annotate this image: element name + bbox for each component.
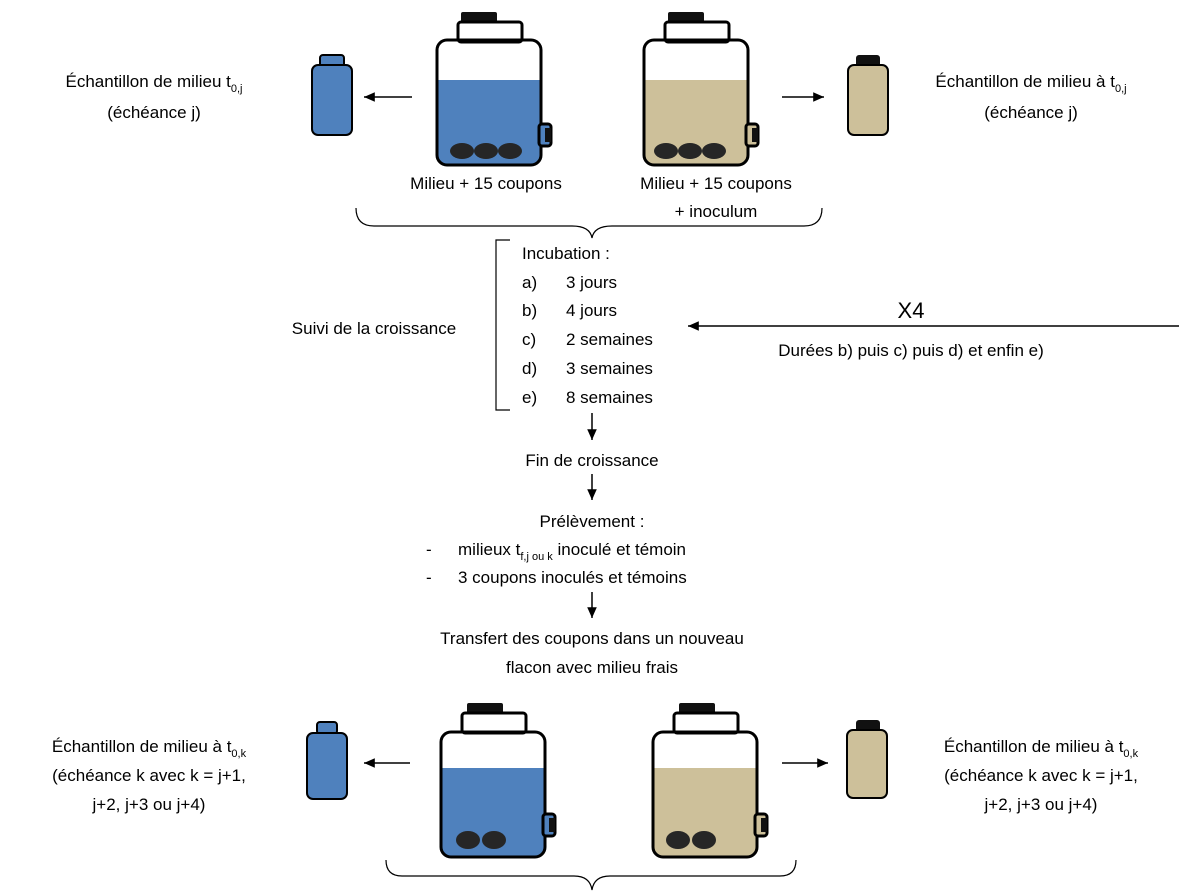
- inoculated-bottle-label-2: + inoculum: [675, 202, 758, 221]
- incubation-item-letter: c): [522, 330, 536, 349]
- sampling-item-2: 3 coupons inoculés et témoins: [458, 568, 687, 587]
- growth-monitoring-label: Suivi de la croissance: [292, 319, 456, 338]
- incubation-item-letter: d): [522, 359, 537, 378]
- coupon-disc-icon: [702, 143, 726, 159]
- incubation-item-text: 2 semaines: [566, 330, 653, 349]
- incubation-item-letter: a): [522, 273, 537, 292]
- lab-bottle-icon: [642, 12, 760, 167]
- bottom-left-sample-label: Échantillon de milieu à t0,k: [52, 737, 247, 760]
- sampling-item-dash: -: [426, 540, 432, 559]
- incubation-item-text: 4 jours: [566, 301, 617, 320]
- coupon-disc-icon: [666, 831, 690, 849]
- bottom-left-sample-deadline-2: j+2, j+3 ou j+4): [92, 795, 206, 814]
- transfer-step-line-1: Transfert des coupons dans un nouveau: [440, 629, 744, 648]
- loop-multiplier: X4: [898, 298, 925, 323]
- bottom-right-sample-label: Échantillon de milieu à t0,k: [944, 737, 1139, 760]
- coupon-disc-icon: [654, 143, 678, 159]
- control-bottle-label: Milieu + 15 coupons: [410, 174, 562, 193]
- incubation-item-text: 3 jours: [566, 273, 617, 292]
- coupon-disc-icon: [498, 143, 522, 159]
- sampling-item-1: milieux tf,j ou k inoculé et témoin: [458, 540, 686, 563]
- loop-caption: Durées b) puis c) puis d) et enfin e): [778, 341, 1044, 360]
- transfer-step-line-2: flacon avec milieu frais: [506, 658, 678, 677]
- coupon-disc-icon: [678, 143, 702, 159]
- coupon-disc-icon: [474, 143, 498, 159]
- sample-vial-icon: [846, 720, 888, 799]
- end-growth-step: Fin de croissance: [525, 451, 658, 470]
- sampling-title: Prélèvement :: [540, 512, 645, 531]
- incubation-bracket: [495, 239, 510, 411]
- coupon-disc-icon: [482, 831, 506, 849]
- sample-vial-icon: [847, 55, 889, 136]
- incubation-item-letter: b): [522, 301, 537, 320]
- top-right-sample-label: Échantillon de milieu à t0,j: [935, 72, 1126, 95]
- top-right-sample-deadline: (échéance j): [984, 103, 1078, 122]
- sampling-item-dash: -: [426, 568, 432, 587]
- coupon-disc-icon: [692, 831, 716, 849]
- bottom-left-sample-deadline: (échéance k avec k = j+1,: [52, 766, 246, 785]
- incubation-item-text: 3 semaines: [566, 359, 653, 378]
- sample-vial-icon: [311, 54, 353, 136]
- sample-vial-icon: [306, 721, 348, 800]
- incubation-title: Incubation :: [522, 244, 610, 263]
- bottom-right-sample-deadline: (échéance k avec k = j+1,: [944, 766, 1138, 785]
- lab-bottle-icon: [435, 12, 553, 167]
- top-brace: [355, 207, 823, 239]
- inoculated-bottle-label: Milieu + 15 coupons: [640, 174, 792, 193]
- incubation-item-text: 8 semaines: [566, 388, 653, 407]
- top-left-sample-deadline: (échéance j): [107, 103, 201, 122]
- bottom-brace: [385, 859, 797, 891]
- bottom-right-sample-deadline-2: j+2, j+3 ou j+4): [984, 795, 1098, 814]
- incubation-item-letter: e): [522, 388, 537, 407]
- top-left-sample-label: Échantillon de milieu t0,j: [66, 72, 243, 95]
- lab-bottle-icon: [651, 703, 769, 859]
- coupon-disc-icon: [450, 143, 474, 159]
- coupon-disc-icon: [456, 831, 480, 849]
- lab-bottle-icon: [439, 703, 557, 859]
